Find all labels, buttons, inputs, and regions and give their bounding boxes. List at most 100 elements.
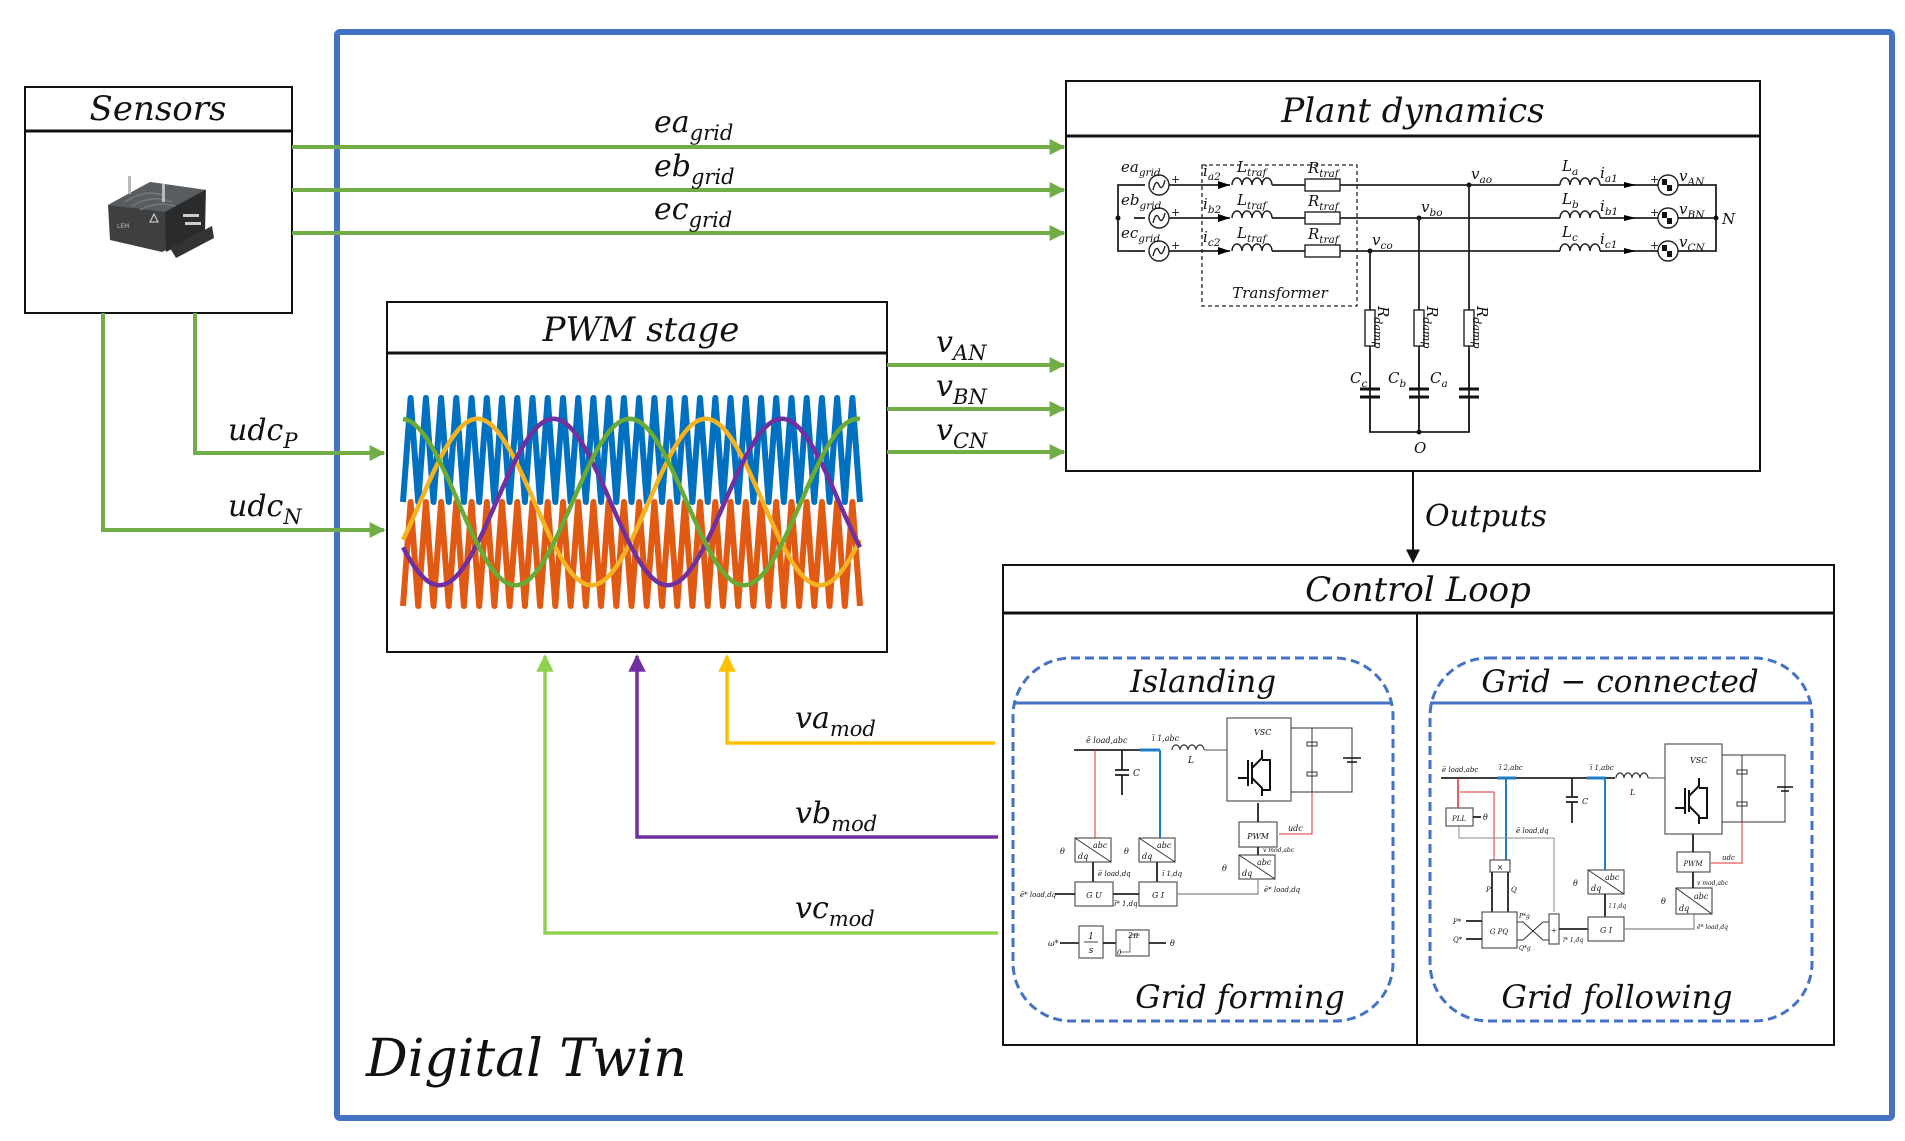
dq-label: dq (1679, 904, 1689, 913)
current-arrow-icon (1624, 248, 1636, 254)
gpq-block (1481, 911, 1518, 949)
gpq-label: G PQ (1490, 928, 1509, 936)
igbt-icon (1238, 750, 1271, 796)
wire (1177, 879, 1259, 895)
eload-dq-label: ē load,dq (1098, 870, 1131, 878)
sawtooth-icon (1120, 934, 1140, 953)
capacitor-label: C (1133, 769, 1140, 779)
gu-block (1074, 881, 1114, 907)
plus-sign: + (1650, 239, 1659, 252)
grid-forming-caption: Grid forming (1135, 978, 1345, 1016)
diag-line (1675, 887, 1713, 915)
ltraf-label-1: Ltraf (1236, 191, 1268, 212)
sine-glyph-icon (1152, 212, 1166, 224)
cross-wires (1517, 921, 1549, 941)
dc-capacitor-icon (1736, 801, 1748, 807)
eload-out-label: ē* load,dq (1264, 886, 1301, 894)
wire (1624, 914, 1695, 930)
mult-label: × (1497, 863, 1504, 872)
transformer-resistor-1 (1304, 211, 1341, 225)
integrator-den: s (1089, 946, 1094, 956)
inductor-label: L (1629, 788, 1635, 797)
current-arrow-icon (1218, 214, 1230, 222)
multiplier-block (1489, 859, 1511, 873)
vsc-label: VSC (1690, 756, 1707, 765)
current-arrow-icon (1218, 247, 1230, 255)
node-voltage-label-1: vbo (1421, 198, 1443, 219)
dq-label: dq (1142, 852, 1152, 861)
ground-label: O (1414, 439, 1426, 457)
udc-p-arrow (193, 313, 386, 461)
grid-connected-panel: Grid − connected Grid following ē load,a… (1428, 656, 1814, 1023)
grid-connected-title: Grid − connected (1481, 664, 1758, 700)
udc-feedback (1279, 792, 1313, 835)
sine-phase-b (401, 416, 863, 588)
vmod-label: v mod,abc (1263, 847, 1295, 854)
dc-capacitor-icon (1306, 741, 1318, 747)
diag-line (1238, 854, 1276, 880)
ec-grid-label: ecgrid (654, 192, 732, 232)
qg-label: Q*g (1519, 945, 1531, 952)
plus-sign: + (1171, 239, 1180, 252)
grid-current-label-0: ia2 (1203, 162, 1221, 183)
inductor-icon (1171, 744, 1205, 751)
converter-current-label-1: ib1 (1600, 197, 1618, 218)
filter-inductor-label-1: Lb (1561, 190, 1579, 211)
abc-label: abc (1257, 858, 1272, 867)
i1-abc-label: ī 1,abc (1590, 764, 1614, 772)
gu-label: G U (1086, 891, 1102, 900)
i1-ref-label: ī* 1,dq (1563, 937, 1583, 944)
filter-inductor-label-0: La (1561, 157, 1578, 178)
filter-inductor-label-2: Lc (1561, 223, 1578, 244)
pwm-waveform (400, 395, 863, 609)
plus-sign: + (1171, 206, 1180, 219)
diag-line (1587, 869, 1625, 895)
transformer-inductor-1 (1231, 210, 1273, 219)
eload-dq-label: ē load,dq (1516, 827, 1549, 835)
theta-label: θ (1573, 879, 1578, 888)
transformer-label: Transformer (1232, 284, 1328, 302)
eload-to-mult (1460, 791, 1495, 860)
sine-glyph-icon (1152, 179, 1166, 191)
grid-current-label-2: ic2 (1203, 228, 1221, 249)
wrap-lo-label: 0 (1117, 949, 1122, 957)
converter-current-label-2: ic1 (1600, 230, 1617, 251)
current-arrow-icon (1218, 181, 1230, 189)
p-label: P (1485, 886, 1491, 894)
filter-inductor-1 (1559, 210, 1601, 219)
theta-label: θ (1060, 847, 1065, 856)
grid-following-caption: Grid following (1501, 978, 1732, 1016)
dc-link-wire (1291, 727, 1353, 793)
converter-voltage-label-1: vBN (1679, 200, 1705, 221)
node-voltage-label-2: vco (1372, 231, 1393, 252)
omega-label: ω* (1048, 939, 1059, 948)
dq-label: dq (1591, 884, 1601, 893)
sine-glyph-icon (1152, 245, 1166, 257)
diag-line (1138, 837, 1176, 863)
digital-twin-label: Digital Twin (365, 1029, 687, 1089)
vb-mod-label: vbmod (795, 796, 877, 836)
sensors-title: Sensors (90, 89, 227, 129)
vsc-box (1664, 743, 1723, 835)
theta-label: θ (1661, 897, 1666, 906)
vmod-label: v mod,abc (1697, 880, 1729, 887)
rtraf-label-1: Rtraf (1307, 192, 1341, 213)
inductor-label: L (1187, 756, 1194, 766)
capacitor-label-0: Cc (1350, 369, 1367, 390)
diag-line (1074, 837, 1112, 863)
igbt-icon (1675, 778, 1708, 824)
i1-dq-label: ī 1,dq (1162, 870, 1183, 878)
modulation-signals: vamod vbmod vcmod (536, 654, 998, 935)
v-cn-label: vCN (936, 413, 988, 453)
node-voltage-label-0: vao (1471, 165, 1492, 186)
control-loop-title: Control Loop (1305, 570, 1531, 610)
eb-grid-label: ebgrid (654, 149, 735, 189)
pwm-source-glyph-icon (1662, 245, 1672, 257)
udc-label: udc (1288, 824, 1303, 833)
rtraf-label-2: Rtraf (1307, 225, 1341, 246)
